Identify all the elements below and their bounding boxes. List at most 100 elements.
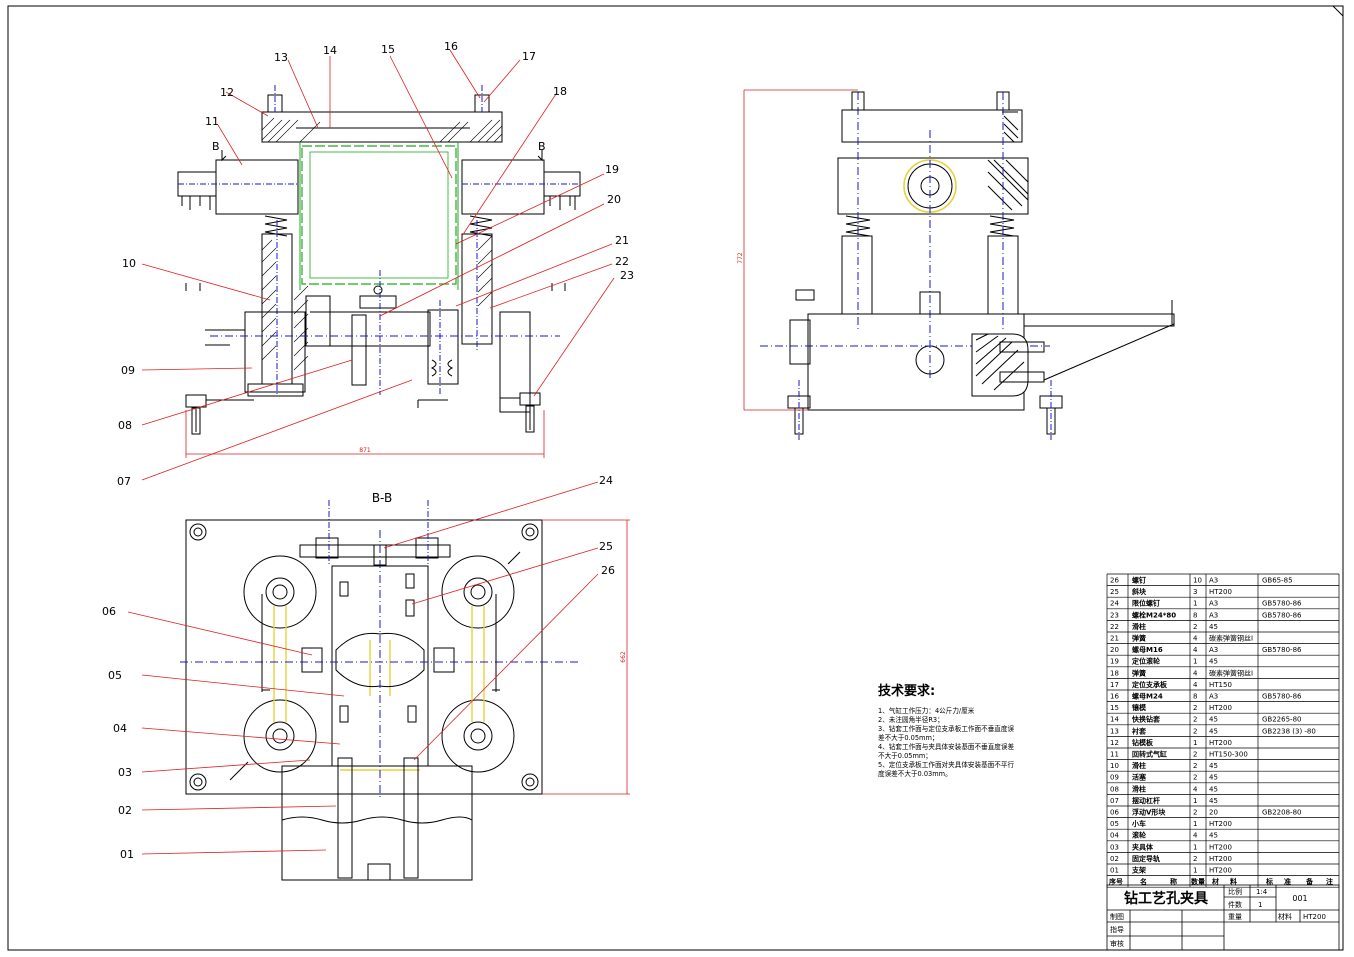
dimension-871 (185, 410, 545, 458)
bom-row-number: 18 (1110, 669, 1119, 677)
bom-row-number: 04 (1110, 832, 1119, 840)
bom-row-material: A3 (1209, 577, 1218, 585)
drawing-title: 钻工艺孔夹具 (1124, 890, 1208, 907)
bom-row-standard: GB5780-86 (1262, 611, 1302, 619)
bom-row-material: A3 (1209, 611, 1218, 619)
balloon-labels: 01 02 03 04 05 06 07 08 09 10 11 12 13 1… (102, 40, 634, 861)
bom-row-material: HT150-300 (1209, 751, 1248, 759)
bom-row-material: 20 (1209, 809, 1218, 817)
bom-row-name: 滑柱 (1132, 622, 1146, 631)
bom-row-qty: 1 (1193, 867, 1197, 875)
bom-row-standard: GB5780-86 (1262, 600, 1302, 608)
bom-row-material: A3 (1209, 646, 1218, 654)
balloon-07: 07 (117, 475, 131, 488)
dimension-662-label: 662 (620, 651, 627, 663)
bom-row-qty: 2 (1193, 855, 1197, 863)
count-value: 1 (1258, 901, 1262, 909)
tech-line: 度误差不大于0.03mm。 (878, 770, 952, 778)
bom-row-number: 26 (1110, 577, 1119, 585)
bom-row-material: 45 (1209, 785, 1218, 793)
bom-row-qty: 2 (1193, 727, 1197, 735)
bom-row-material: HT150 (1209, 681, 1232, 689)
bom-row-name: 镶模 (1132, 703, 1147, 712)
bom-row-name: 活塞 (1132, 773, 1147, 782)
bom-header-name: 称 (1170, 877, 1177, 886)
bom-row-name: 限位螺钉 (1132, 599, 1160, 608)
bom-row-qty: 2 (1193, 716, 1197, 724)
bom-row-standard: GB5780-86 (1262, 693, 1302, 701)
approved-by-label: 审核 (1110, 939, 1124, 948)
bom-row-material: 45 (1209, 727, 1218, 735)
sheet-border (7, 5, 1344, 951)
bom-row-qty: 8 (1193, 693, 1197, 701)
bom-row-material: A3 (1209, 693, 1218, 701)
balloon-14: 14 (323, 44, 337, 57)
bom-row-number: 16 (1110, 693, 1119, 701)
bom-row-material: A3 (1209, 600, 1218, 608)
balloon-24: 24 (599, 474, 613, 487)
bom-row-number: 11 (1110, 751, 1119, 759)
balloon-01: 01 (120, 848, 134, 861)
hatch-columns (261, 235, 493, 371)
bom-row-number: 22 (1110, 623, 1119, 631)
bom-row-number: 14 (1110, 716, 1119, 724)
bom-row-name: 螺母M24 (1132, 692, 1163, 701)
bom-row-name: 定位滚轮 (1132, 657, 1160, 666)
bom-row-number: 06 (1110, 809, 1119, 817)
balloon-19: 19 (605, 163, 619, 176)
balloon-20: 20 (607, 193, 621, 206)
tech-line: 2、未注圆角半径R3； (878, 716, 944, 724)
scale-value: 1:4 (1256, 888, 1268, 896)
bom-row-number: 20 (1110, 646, 1119, 654)
bom-row-material: 45 (1209, 762, 1218, 770)
bom-row-qty: 2 (1193, 774, 1197, 782)
bom-row-name: 钻模板 (1132, 738, 1154, 747)
bom-row-name: 衬套 (1131, 726, 1147, 735)
bom-row-name: 滚轮 (1132, 831, 1146, 840)
bom-row-number: 15 (1110, 704, 1119, 712)
balloon-25: 25 (599, 540, 613, 553)
bom-row-material: 45 (1209, 797, 1218, 805)
bom-row-name: 摆动杠杆 (1132, 796, 1160, 805)
bom-row-qty: 2 (1193, 762, 1197, 770)
bom-row-number: 24 (1110, 600, 1119, 608)
bom-row-qty: 4 (1193, 635, 1198, 643)
bom-header-note: 备 (1305, 877, 1314, 886)
bom-row-qty: 1 (1193, 797, 1197, 805)
balloon-23: 23 (620, 269, 634, 282)
bom-row-material: 45 (1209, 623, 1218, 631)
bom-row-material: HT200 (1209, 704, 1232, 712)
bom-row-standard: GB65-85 (1262, 577, 1293, 585)
tech-line: 不大于0.05mm； (878, 752, 932, 760)
bom-row-name: 快换钻套 (1132, 715, 1161, 724)
bom-row-number: 01 (1110, 867, 1119, 875)
bom-row-qty: 2 (1193, 751, 1197, 759)
scale-label: 比例 (1228, 887, 1242, 896)
bom-row-qty: 4 (1193, 646, 1198, 654)
bom-row-material: 45 (1209, 774, 1218, 782)
balloon-13: 13 (274, 51, 288, 64)
bom-row-number: 03 (1110, 843, 1119, 851)
made-by-label: 制图 (1110, 912, 1124, 921)
section-mark-left: B (212, 140, 220, 153)
tech-line: 4、钻套工作面与夹具体安装基面不垂直度误差 (878, 743, 1015, 751)
bom-row-standard: GB2238 (3) -80 (1262, 727, 1316, 735)
bom-row-material: 碳素弹簧钢丝Ⅰ (1209, 668, 1253, 677)
drawing-number: 001 (1292, 894, 1307, 903)
plan-view-bb (180, 500, 578, 881)
balloon-08: 08 (118, 419, 132, 432)
bom-row-name: 回转式气缸 (1132, 750, 1167, 759)
bom-row-name: 螺母M16 (1132, 645, 1163, 654)
material-value: HT200 (1303, 913, 1326, 921)
bom-row-number: 05 (1110, 820, 1119, 828)
bom-row-name: 斜块 (1131, 587, 1147, 596)
bom-row-name: 滑柱 (1132, 784, 1146, 793)
balloon-11: 11 (205, 115, 219, 128)
bom-row-material: HT200 (1209, 855, 1232, 863)
tech-line: 差不大于0.05mm； (878, 734, 939, 742)
balloon-16: 16 (444, 40, 458, 53)
tech-line: 5、定位支承板工作面对夹具体安装基面不平行 (878, 761, 1015, 769)
bom-row-number: 07 (1110, 797, 1119, 805)
